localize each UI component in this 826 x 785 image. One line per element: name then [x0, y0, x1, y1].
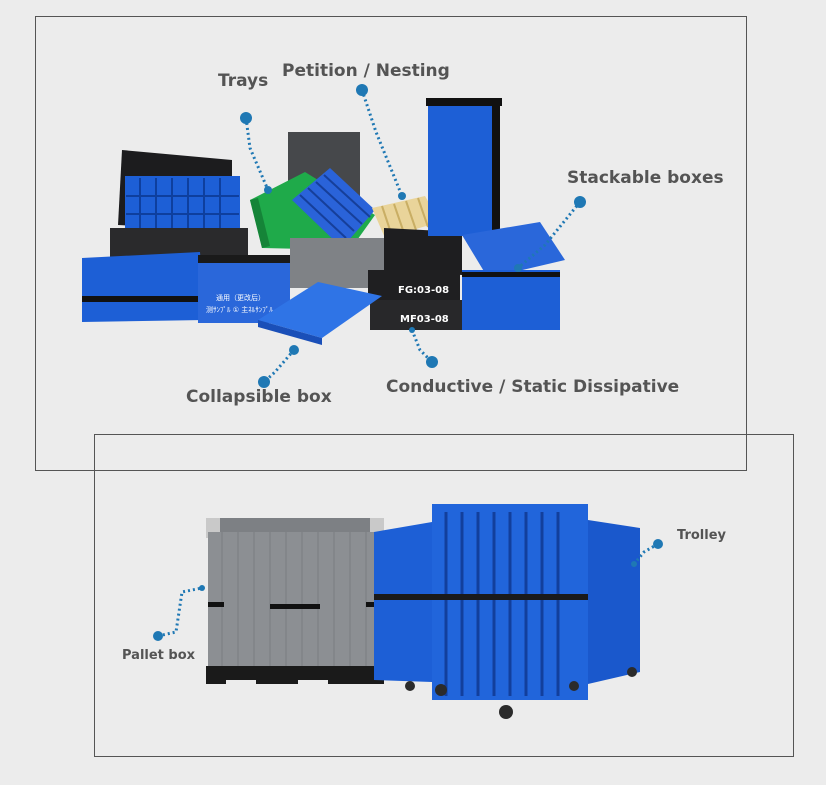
conductive-box-2	[370, 300, 462, 330]
label-trays: Trays	[218, 71, 269, 91]
stackable-box	[462, 270, 560, 330]
marker-trolley-dot	[653, 539, 663, 549]
tall-blue-box	[428, 98, 498, 236]
box-code-1: FG:03-08	[398, 285, 449, 296]
compartment-tray	[125, 176, 240, 234]
pallet-box-lid	[206, 518, 384, 532]
pallet-box-body	[208, 532, 382, 670]
collapsible-box	[258, 282, 382, 338]
label-trolley: Trolley	[677, 528, 726, 543]
bottom-markers	[157, 542, 659, 638]
conductive-box-1	[368, 270, 460, 300]
trolley-right-section	[588, 520, 640, 684]
bottom-marker-dots	[153, 539, 663, 641]
label-stackable-boxes: Stackable boxes	[567, 168, 724, 188]
label-pallet-box: Pallet box	[122, 648, 196, 663]
marker-conductive-dot	[426, 356, 438, 368]
bottom-panel-frame	[94, 434, 794, 757]
marker-petition-dot	[356, 84, 368, 96]
top-markers	[244, 89, 582, 384]
box-code-2: MF03-08	[400, 314, 449, 325]
blue-bin-large	[82, 252, 205, 322]
pallet-base	[206, 666, 384, 684]
stackable-box-lid	[462, 222, 565, 278]
top-marker-dots	[240, 84, 586, 388]
small-box-text-1: 通用（更改后）	[216, 293, 265, 302]
bottom-products	[206, 504, 640, 719]
top-products: 通用（更改后） 测ｻﾝﾌﾟﾙ ① 主ﾈﾙｻﾝﾌﾟﾙ FG:03-08 MF03-…	[82, 98, 565, 345]
blue-divider-insert	[292, 168, 375, 248]
conductive-box-lid	[384, 228, 462, 275]
trolley-left-section	[374, 522, 432, 682]
marker-trays-dot	[240, 112, 252, 124]
label-collapsible-box: Collapsible box	[186, 387, 332, 407]
marker-collapsible-dot	[258, 376, 270, 388]
label-petition-nesting: Petition / Nesting	[282, 61, 450, 81]
marker-pallet-dot	[153, 631, 163, 641]
small-box-text-2: 测ｻﾝﾌﾟﾙ ① 主ﾈﾙｻﾝﾌﾟﾙ	[206, 305, 273, 314]
top-panel-frame	[35, 16, 747, 471]
label-conductive: Conductive / Static Dissipative	[386, 377, 680, 397]
marker-stackable-dot	[574, 196, 586, 208]
